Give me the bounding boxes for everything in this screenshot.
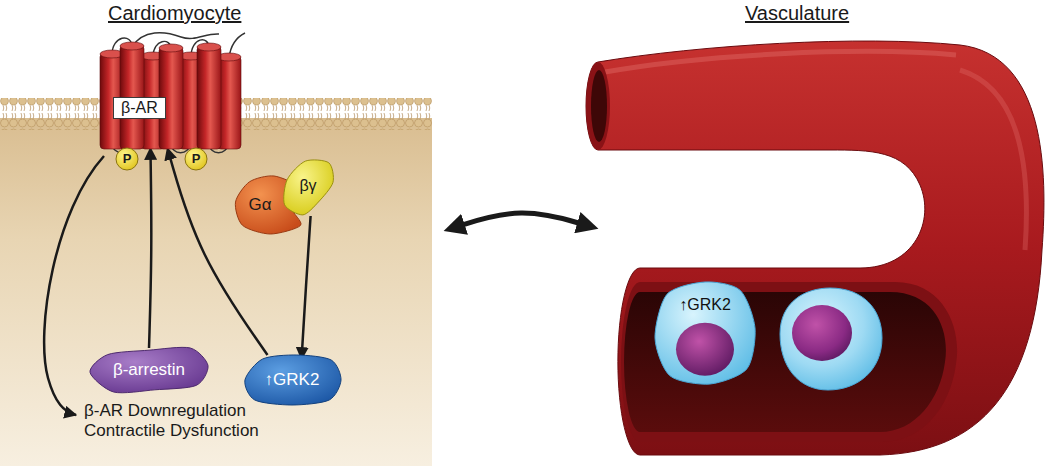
phosphate-disc [116, 148, 138, 170]
vessel-lumen [591, 70, 607, 142]
helix-cap [159, 44, 183, 52]
double-arrow [452, 213, 590, 228]
vessel-highlight [960, 70, 1026, 250]
phosphate-disc [185, 148, 207, 170]
phosphate-circle: P [184, 147, 208, 171]
arrestin-protein: β-arrestin [90, 348, 208, 392]
protein-body [90, 347, 208, 392]
protein-label: βγ [299, 177, 316, 195]
cell-body [655, 282, 755, 384]
vessel-opening [586, 62, 610, 150]
arrow-connector [302, 216, 311, 355]
blood-cell: ↑GRK2 [655, 282, 755, 384]
transmembrane-helix [120, 42, 144, 149]
protein-body [245, 355, 341, 405]
outcome-note: β-AR Downregulation Contractile Dysfunct… [84, 401, 289, 440]
cell-region: Cardiomyocyte β-AR P P Gα βγ β-arrestin ↑GRK2 [0, 0, 452, 466]
panel-heading: Vasculature [745, 2, 849, 25]
g-beta-gamma-subunit: βγ [282, 160, 334, 216]
outcome-note-box: β-AR Downregulation Contractile Dysfunct… [84, 401, 289, 440]
helix-cap [197, 43, 221, 51]
receptor-outline [95, 25, 245, 152]
receptor: β-AR [95, 25, 245, 152]
transmembrane-helix [197, 43, 221, 149]
phosphate-label: P [123, 152, 132, 167]
helix-cap [120, 42, 144, 50]
blood-cell [780, 288, 882, 390]
protein-body [284, 160, 334, 215]
protein-label: ↑GRK2 [265, 370, 320, 390]
vessel-region: Vasculature ↑GRK2 [590, 0, 1045, 462]
vessel-highlight [605, 51, 956, 72]
panel-heading: Cardiomyocyte [108, 2, 241, 25]
cytoplasm [0, 118, 432, 466]
receptor-label: β-AR [113, 97, 166, 119]
helix-body [197, 46, 221, 149]
protein-label: ↑GRK2 [679, 296, 731, 314]
protein-label: Gα [248, 195, 271, 215]
kinase-protein: ↑GRK2 [243, 355, 341, 405]
phosphate-label: P [192, 152, 201, 167]
phosphate-circle: P [115, 147, 139, 171]
protein-label: β-arrestin [113, 360, 185, 380]
cell-nucleus [676, 323, 734, 376]
cell-nucleus [792, 305, 852, 361]
arrow-connector [149, 152, 151, 348]
blood-vessel [586, 41, 1044, 455]
vessel-wall-cut [621, 282, 957, 442]
